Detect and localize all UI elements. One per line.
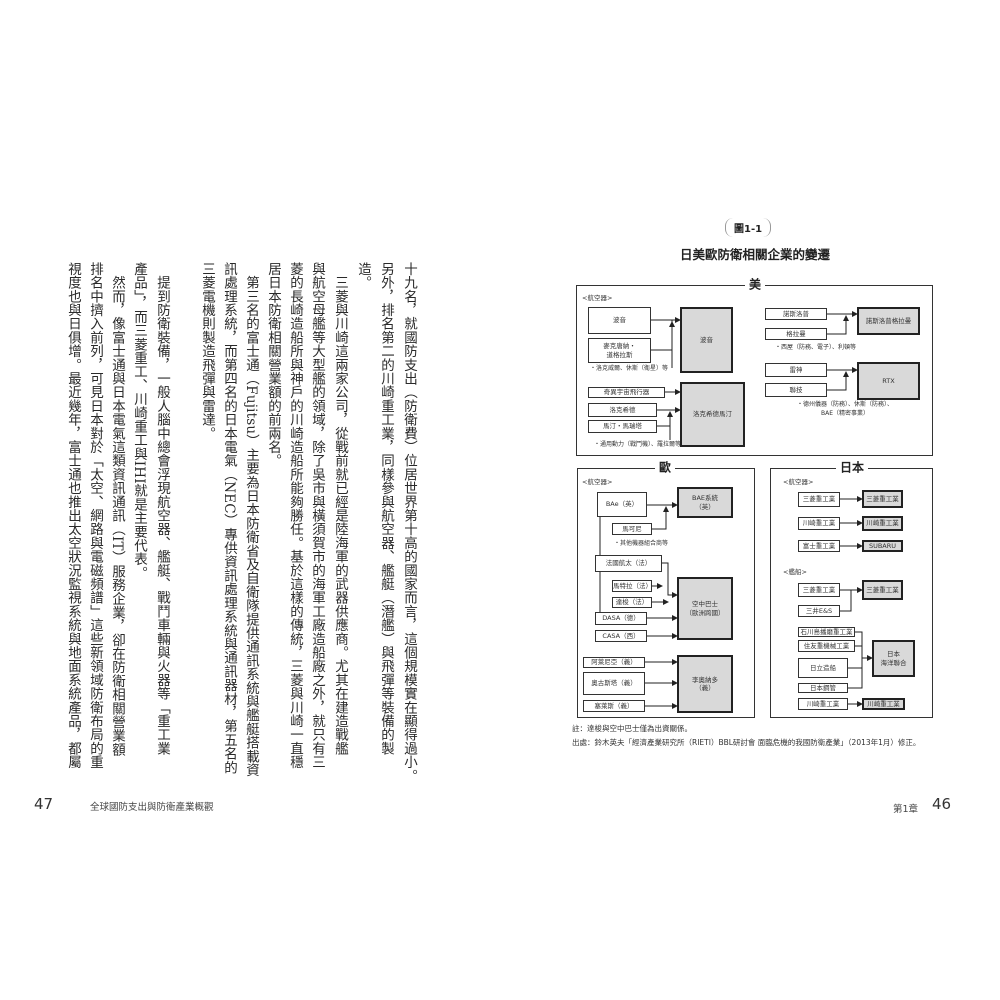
us-note: ・通用動力（戰鬥機）、羅拉爾等 [594, 441, 682, 448]
europe-note: ・其他機器組合商等 [614, 540, 669, 547]
us-note: ・洛克威爾、休斯（衛星）等 [590, 365, 669, 372]
text-column: 菱的長崎造船所與神戶的川崎造船所能夠勝任。基於這樣的傳統，三菱與川崎一直穩 [287, 262, 303, 769]
text-column: 視度也與日俱增。最近幾年，富士通也推出太空狀況監視系統與地面系統產品，都屬 [65, 262, 81, 769]
figure-title: 日美歐防衛相關企業的變遷 [0, 244, 1000, 263]
japan-company-box: 住友重機械工業 [798, 640, 855, 652]
connector-arrow [827, 315, 849, 335]
us-company-box-result: 諾斯洛普格拉曼 [857, 307, 920, 335]
text-column: 排名中擠入前列，可見日本對於「太空、網路與電磁頻譜」這些新領域防衛布局的重 [87, 262, 103, 769]
text-column: 訊處理系統，而第四名的日本電氣（NEC）專供資訊處理系統與通訊器材，第五名的 [221, 262, 237, 775]
figure-source: 出處：鈴木英夫「經濟產業研究所（RIETI）BBL研討會 面臨危機的我國防衛產業… [572, 738, 921, 747]
japan-company-box-result: 川崎重工業 [862, 516, 903, 531]
japan-company-box: 三井E&S [798, 605, 840, 617]
europe-company-box: 阿萊尼亞（義） [583, 657, 645, 668]
europe-company-box-result: 李奧納多 （義） [677, 655, 733, 713]
japan-company-box-result: SUBARU [862, 540, 903, 552]
text-column: 產品」，而三菱重工、川崎重工與IHI就是主要代表。 [131, 262, 147, 580]
europe-company-box: 塞萊斯（義） [583, 700, 645, 712]
text-column: 提到防衛裝備，一般人腦中總會浮現航空器、艦艇、戰鬥車輛與火器等「重工業 [154, 262, 170, 756]
us-label: 美 [744, 275, 766, 293]
text-column: 與航空母艦等大型艦的領域，除了吳市與橫須賀市的海軍工廠造船廠之外，就只有三 [309, 262, 325, 769]
japan-company-box: 川崎重工業 [798, 698, 848, 710]
japan-aircraft-section: <航空器> [783, 478, 814, 486]
japan-label: 日本 [835, 458, 869, 476]
europe-company-box: 達梭（法） [612, 597, 652, 608]
figure-footnote: 註：達梭與空中巴士僅為出資關係。 [572, 724, 692, 733]
connector-arrow [652, 506, 669, 530]
connector-arrow [827, 371, 849, 391]
europe-company-box: 馬可尼 [612, 523, 652, 535]
japan-company-box: 日本鋼管 [798, 683, 848, 693]
japan-company-box-result: 日本 海洋聯合 [872, 640, 915, 677]
europe-aircraft-section: <航空器> [582, 478, 613, 486]
europe-company-box: 奧古斯塔（義） [583, 672, 645, 695]
text-column: 十九名，就國防支出（防衛費）位居世界第十高的國家而言，這個規模實在顯得過小。 [401, 262, 417, 783]
us-company-box: 洛克希德 [588, 403, 657, 417]
europe-company-box-result: BAE系統 （英） [677, 487, 733, 518]
japan-company-box-result: 三菱重工業 [862, 490, 903, 508]
text-column: 另外，排名第二的川崎重工業，同樣參與航空器、艦艇（潛艦）與飛彈等裝備的製 [378, 262, 394, 756]
us-note: ・西屋（防務、電子）、利頓等 [775, 344, 857, 351]
text-column: 然而，像富士通與日本電氣這類資訊通訊（IT）服務企業，卻在防衛相關營業額 [109, 262, 125, 757]
japan-company-box-result: 川崎重工業 [862, 698, 905, 710]
japan-company-box: 川崎重工業 [798, 517, 840, 530]
connector-arrow [840, 590, 852, 612]
us-company-box-result: 波音 [680, 307, 733, 373]
us-company-box: 麥克唐納・ 道格拉斯 [588, 338, 651, 363]
us-company-box: 雷神 [765, 363, 827, 377]
us-company-box-result: 洛克希德馬汀 [680, 382, 745, 447]
figure-title-text: 日美歐防衛相關企業的變遷 [679, 247, 830, 262]
chapter-label: 第1章 [893, 804, 919, 815]
japan-company-box-result: 三菱重工業 [862, 580, 903, 600]
europe-company-box: 馬特拉（法） [612, 580, 652, 592]
running-head: 全球國防支出與防衛產業概觀 [90, 802, 214, 813]
europe-label: 歐 [654, 458, 676, 476]
us-note: ・德州儀器（防務）、休斯（防務）、 BAE（精密事業） [796, 401, 893, 417]
japan-frame [770, 468, 933, 718]
figure-number: 圖1-1 [725, 218, 772, 237]
japan-company-box: 日立造船 [798, 658, 848, 678]
us-company-box: 諾斯洛普 [765, 308, 827, 320]
japan-company-box: 三菱重工業 [798, 492, 840, 507]
connector-arrow [848, 631, 863, 689]
us-company-box: 格拉曼 [765, 328, 827, 340]
europe-company-box: DASA（德） [595, 612, 647, 625]
europe-company-box: CASA（西） [595, 630, 647, 642]
europe-company-box: BAe（英） [597, 492, 647, 517]
japan-company-box: 三菱重工業 [798, 583, 840, 597]
text-column: 三菱與川崎這兩家公司，從戰前就已經是陸海軍的武器供應商。尤其在建造戰艦 [332, 262, 348, 756]
right-page-number: 46 [932, 795, 952, 813]
japan-ships-section: <艦船> [783, 568, 807, 576]
us-company-box: 聯技 [765, 383, 827, 397]
europe-company-box: 法國航太（法） [595, 555, 662, 572]
us-aircraft-section: <航空器> [582, 294, 613, 302]
left-page-number: 47 [34, 795, 54, 813]
text-column: 三菱電機則製造飛彈與雷達。 [199, 262, 215, 441]
japan-company-box: 石川島播磨重工業 [798, 627, 855, 637]
europe-company-box-result: 空中巴士 （歐洲跨國） [677, 577, 733, 640]
japan-company-box: 富士重工業 [798, 540, 840, 552]
text-column: 第三名的富士通（Fujitsu）主要為日本防衛省及自衛隊提供通訊系統與艦艇搭載資 [243, 262, 259, 777]
connector-arrow [662, 562, 678, 598]
us-company-box-result: RTX [857, 362, 920, 400]
text-column: 居日本防衛相關營業額的前兩名。 [265, 262, 281, 468]
us-company-box: 奇異宇宙飛行器 [588, 387, 665, 398]
us-company-box: 波音 [588, 307, 651, 334]
text-column: 造。 [355, 262, 371, 290]
us-company-box: 馬汀・馬瑞塔 [588, 420, 657, 433]
